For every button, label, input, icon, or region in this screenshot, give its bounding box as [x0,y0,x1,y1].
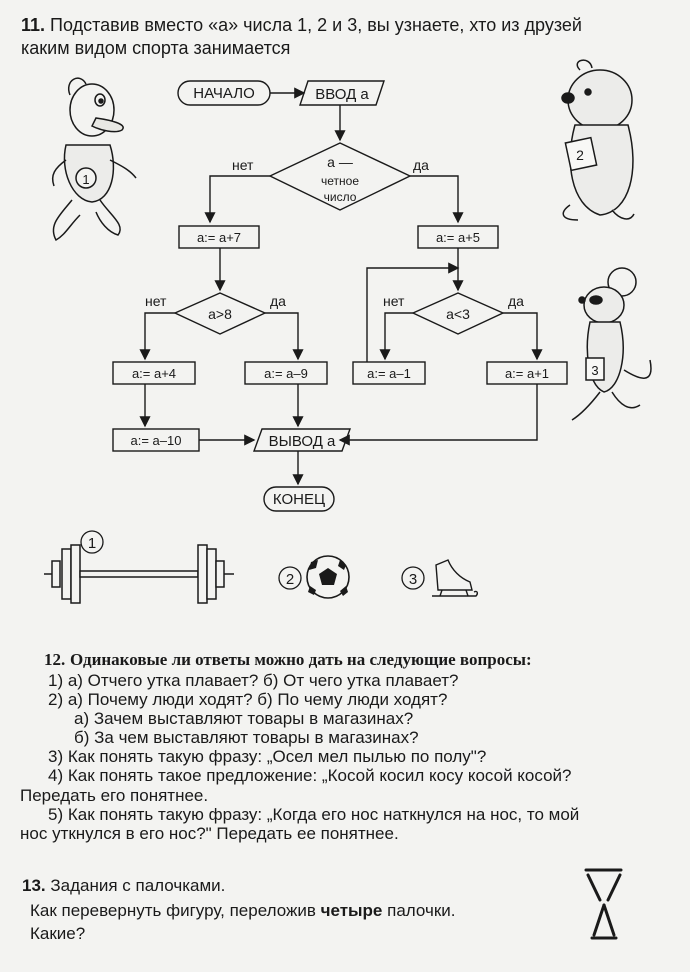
sport-number-3: 3 [409,571,417,588]
skate-icon [432,559,478,597]
task-12-line-6: 4) Как понять такое предложение: „Косой … [48,766,572,785]
op-a4-block [112,361,196,385]
task-13-line-2: Какие? [30,924,86,943]
sticks-figure [584,868,623,940]
op-a1m-block [352,361,426,385]
sport-number-2: 2 [286,571,294,588]
input-block [299,80,385,106]
task-13-number: 13. [22,876,46,895]
cond1-line2: четное [321,174,359,188]
op-a1m-label: a:= a–1 [367,366,411,381]
sport-number-circle-1 [80,530,104,554]
duck-illustration [51,77,137,242]
sport-number-circle-2 [278,566,302,590]
label-yes-3: да [508,293,524,309]
task-11-text-line1: Подставив вместо «а» числа 1, 2 и 3, вы … [50,15,582,35]
cond3-label: a<3 [446,306,470,322]
label-no-1: нет [232,157,254,173]
label-yes-2: да [270,293,286,309]
soccer-ball-icon [306,555,350,599]
decision-gt8 [173,292,267,335]
sport-number-1: 1 [88,535,96,552]
task-11-text-line2: каким видом спорта занимается [21,38,291,58]
task-12-title: Одинаковые ли ответы можно дать на следу… [69,650,532,669]
op-a1p-label: a:= a+1 [505,366,549,381]
mouse-illustration [571,267,652,421]
op-right-label: a:= a+5 [436,230,480,245]
task-13-line-1-b: палочки. [382,901,456,920]
op-left-label: a:= a+7 [197,230,241,245]
task-12-line-7: Передать его понятнее. [20,786,209,805]
output-label: ВЫВОД а [269,433,336,450]
bear-illustration [561,59,635,221]
task-12-line-2: 2) а) Почему люди ходят? б) По чему люди… [48,690,448,709]
task-12-line-8: 5) Как понять такую фразу: „Когда его но… [48,805,580,824]
task-12-line-5: 3) Как понять такую фразу: „Осел мел пыл… [48,747,487,766]
end-terminal [263,486,335,512]
op-a9-label: a:= a–9 [264,366,308,381]
task-12-number: 12. [44,650,66,669]
task-13-heading: 13. Задания с палочками. [22,876,225,896]
decision-lt3 [411,292,505,335]
barbell-icon [44,544,234,604]
task-13-line-1-a: Как перевернуть фигуру, переложив [30,901,321,920]
task-13-line-1: Как перевернуть фигуру, переложив четыре… [30,901,455,920]
output-block [253,428,351,452]
label-no-3: нет [383,293,405,309]
cond1-line3: число [324,190,357,204]
task-12-line-1: 1) а) Отчего утка плавает? б) От чего ут… [48,671,459,690]
task-12-line-4: б) За чем выставляют товары в магазинах? [74,728,419,747]
op-a9-block [244,361,328,385]
cond2-label: a>8 [208,306,232,322]
op-a10-label: a:= a–10 [131,433,182,448]
label-yes-1: да [413,157,429,173]
end-label: КОНЕЦ [273,491,325,508]
op-a4-label: a:= a+4 [132,366,176,381]
bear-number: 2 [576,147,584,163]
task-12-heading: 12. Одинаковые ли ответы можно дать на с… [44,650,532,670]
op-left-block [178,225,260,249]
duck-number: 1 [82,172,89,187]
task-11-number: 11. [21,15,46,35]
label-no-2: нет [145,293,167,309]
task-13-title: Задания с палочками. [50,876,226,895]
task-11-heading: 11. Подставив вместо «а» числа 1, 2 и 3,… [21,14,582,36]
sport-number-circle-3 [401,566,425,590]
decision-even [268,142,412,211]
task-12-line-9: нос уткнулся в его нос?" Передать ее пон… [20,824,399,843]
start-label: НАЧАЛО [193,85,255,102]
op-a1p-block [486,361,568,385]
cond1-line1: а — [327,154,353,170]
mouse-number: 3 [591,363,598,378]
task-12-line-3: а) Зачем выставляют товары в магазинах? [74,709,414,728]
task-13-line-1-bold: четыре [320,901,383,920]
input-label: ВВОД а [315,86,369,103]
